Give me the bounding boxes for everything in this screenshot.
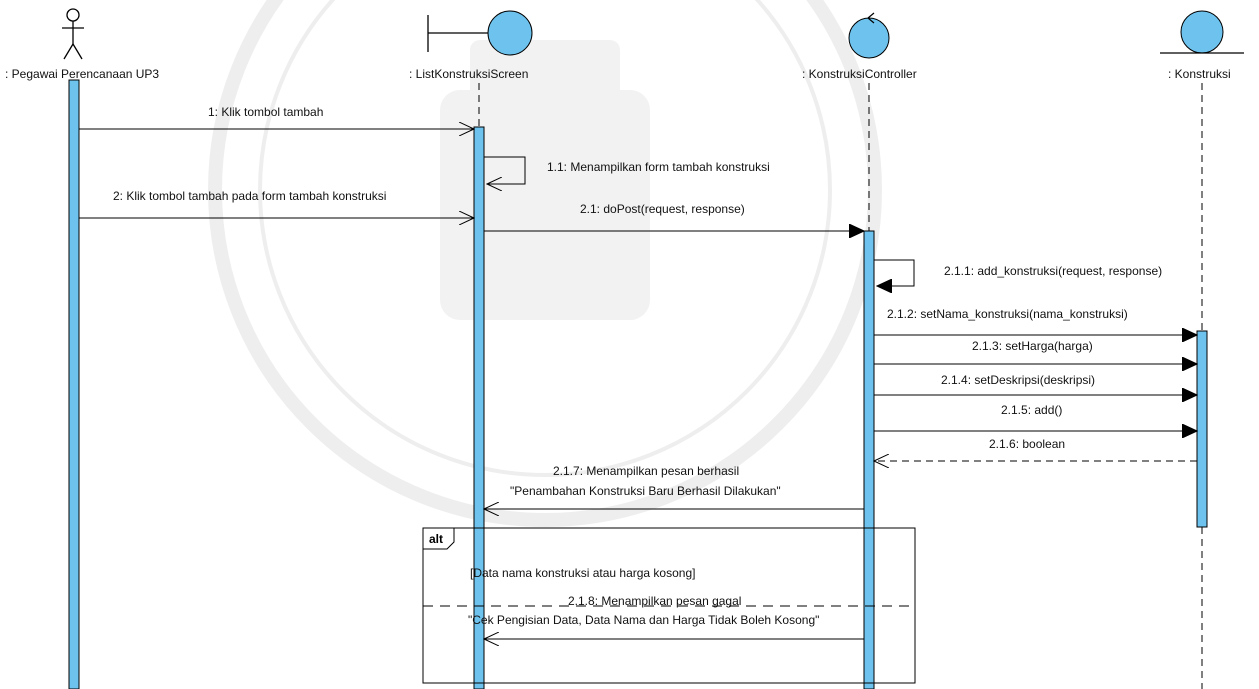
alt-operator-label: alt	[429, 532, 443, 546]
alt-guard-label: [Data nama konstruksi atau harga kosong]	[470, 566, 695, 580]
actor-icon	[62, 9, 84, 59]
participant-label-actor: : Pegawai Perencanaan UP3	[5, 67, 159, 81]
control-icon	[849, 13, 889, 58]
message-label-2-1-6: 2.1.6: boolean	[989, 437, 1065, 451]
message-label-2-1-7-line2: "Penambahan Konstruksi Baru Berhasil Dil…	[510, 484, 781, 498]
message-label-2-1-4: 2.1.4: setDeskripsi(deskripsi)	[941, 373, 1095, 387]
watermark-seal	[215, 0, 875, 520]
message-label-2-1: 2.1: doPost(request, response)	[580, 202, 745, 216]
message-label-1-1: 1.1: Menampilkan form tambah konstruksi	[547, 160, 770, 174]
activation-controller	[864, 231, 874, 689]
activation-entity	[1197, 331, 1207, 527]
participant-label-entity: : Konstruksi	[1168, 67, 1231, 81]
message-label-2-1-8-line1: 2.1.8: Menampilkan pesan gagal	[568, 594, 741, 608]
message-arrow-2-1-1	[874, 260, 914, 286]
message-label-2-1-3: 2.1.3: setHarga(harga)	[972, 339, 1093, 353]
message-label-2-1-8-line2: "Cek Pengisian Data, Data Nama dan Harga…	[468, 613, 819, 627]
message-label-2-1-7-line1: 2.1.7: Menampilkan pesan berhasil	[553, 464, 739, 478]
message-label-2: 2: Klik tombol tambah pada form tambah k…	[113, 189, 386, 203]
message-label-1: 1: Klik tombol tambah	[208, 105, 323, 119]
participant-label-screen: : ListKonstruksiScreen	[409, 67, 528, 81]
message-label-2-1-5: 2.1.5: add()	[1001, 403, 1062, 417]
entity-icon	[1160, 11, 1244, 53]
participant-label-controller: : KonstruksiController	[802, 67, 917, 81]
activation-screen	[474, 127, 484, 689]
activation-actor	[69, 80, 79, 689]
message-label-2-1-1: 2.1.1: add_konstruksi(request, response)	[944, 264, 1162, 278]
message-label-2-1-2: 2.1.2: setNama_konstruksi(nama_konstruks…	[887, 307, 1128, 321]
